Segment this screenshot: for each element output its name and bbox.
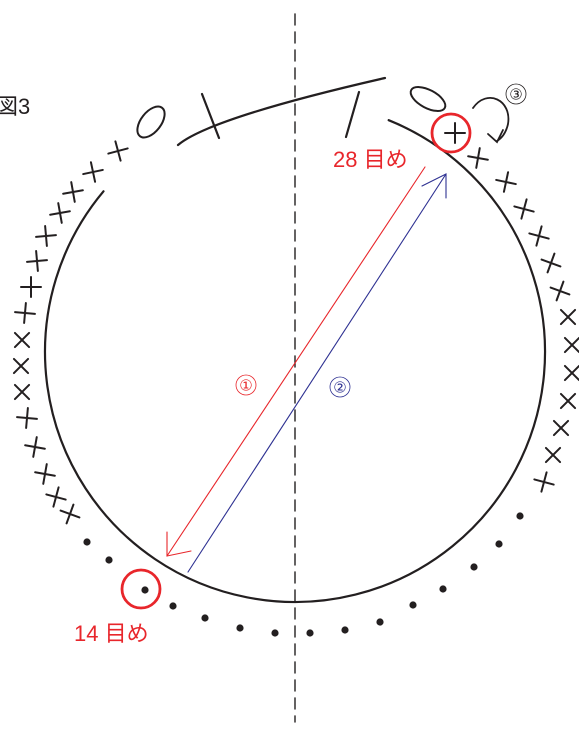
left-cut-tick [200,92,221,140]
single-crochet-cross-icon [24,436,46,458]
slip-stitch-dot-icon [105,556,113,564]
single-crochet-cross-icon [13,383,31,401]
single-crochet-cross-icon [49,202,71,224]
slip-stitch-dot-icon [236,624,244,632]
step-2-marker: ② [329,376,351,398]
single-crochet-cross-icon [62,181,84,203]
single-crochet-cross-icon [540,252,562,274]
step-1-number: ① [239,378,252,395]
slip-stitch-dot-icon [516,512,524,520]
single-crochet-cross-icon [20,276,42,298]
step-3-curved-arrow-line [472,97,510,142]
chain-oval-icon [409,86,447,112]
round-outline-arc [43,119,547,604]
single-crochet-cross-icon [467,147,489,169]
step-1-red-arrowhead [166,531,192,557]
step-2-number: ② [333,380,346,397]
single-crochet-cross-icon [35,225,57,247]
slip-stitch-dot-icon [169,602,177,610]
single-crochet-cross-icon [533,471,555,493]
single-crochet-cross-icon [559,308,577,326]
step-3-curved-arrowhead [487,129,504,144]
step-1-marker: ① [235,374,257,396]
slip-stitch-dot-icon [83,538,91,546]
single-crochet-cross-icon [563,336,579,354]
single-crochet-cross-icon [26,250,48,272]
slip-stitch-dot-icon [201,614,209,622]
right-cut-tick [344,90,361,139]
slip-stitch-dot-icon [306,629,314,637]
slip-stitch-dot-icon [376,618,384,626]
single-crochet-cross-icon [513,198,535,220]
single-crochet-cross-icon [559,392,577,410]
single-crochet-cross-icon [14,302,36,324]
single-crochet-cross-icon [495,171,517,193]
single-crochet-cross-icon [107,140,129,162]
single-crochet-cross-icon [549,280,571,302]
single-crochet-cross-icon [12,357,30,375]
slip-stitch-dot-icon [141,586,149,594]
single-crochet-cross-icon [45,486,67,508]
slip-stitch-dot-icon [439,585,447,593]
stitch-28-highlight-circle [430,112,472,154]
single-crochet-cross-icon [34,463,56,485]
slip-stitch-dot-icon [271,629,279,637]
step-3-marker: ③ [505,83,527,105]
figure-label: 図3 [0,94,30,119]
single-crochet-cross-icon [82,161,104,183]
stitch-28-label: 28 目め [333,147,408,172]
step-3-number: ③ [509,87,522,104]
diagram-drawing [12,13,579,723]
top-joining-line [176,76,387,147]
single-crochet-cross-icon [13,331,31,349]
single-crochet-cross-icon [444,122,466,144]
single-crochet-cross-icon [528,225,550,247]
stitch-14-label: 14 目め [74,621,149,646]
step-2-blue-arrow-line [187,173,447,573]
slip-stitch-dot-icon [409,601,417,609]
single-crochet-cross-icon [16,407,38,429]
single-crochet-cross-icon [59,503,81,525]
chain-oval-icon [136,105,166,139]
single-crochet-cross-icon [544,446,562,464]
slip-stitch-dot-icon [495,540,503,548]
single-crochet-cross-icon [552,419,570,437]
single-crochet-cross-icon [563,364,579,382]
stitch-14-highlight-circle [120,568,162,610]
step-2-blue-arrowhead [421,173,447,199]
step-1-red-arrow-line [166,166,426,557]
slip-stitch-dot-icon [341,626,349,634]
slip-stitch-dot-icon [470,563,478,571]
